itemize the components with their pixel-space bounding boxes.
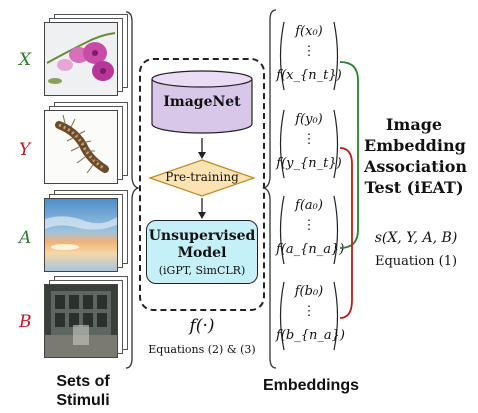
association-connectors — [339, 61, 359, 319]
embedding-a-ellipsis: ⋮ — [302, 218, 316, 233]
embedding-y-ellipsis: ⋮ — [302, 132, 316, 147]
embedding-vector-b: f(b₀) ⋮ f(b_{n_a}) — [276, 280, 345, 352]
stimuli-stack-y — [44, 102, 128, 184]
ieat-formula: s(X, Y, A, B) — [374, 230, 458, 246]
model-dashed-box — [139, 58, 265, 311]
embedding-y-last: f(y_{n_t}) — [276, 156, 342, 171]
embedding-vector-a: f(a₀) ⋮ f(a_{n_a}) — [276, 194, 345, 266]
embedding-a-last: f(a_{n_a}) — [276, 242, 345, 257]
unsupervised-model-subtitle: (iGPT, SimCLR) — [158, 264, 246, 277]
embedding-vector-y: f(y₀) ⋮ f(y_{n_t}) — [276, 108, 342, 180]
pretraining-label: Pre-training — [165, 170, 239, 184]
set-label-b: B — [19, 312, 32, 332]
embedding-b-first: f(b₀) — [294, 284, 324, 299]
arrow-imagenet-to-pretraining — [198, 138, 206, 159]
embedding-x-ellipsis: ⋮ — [302, 44, 316, 59]
stimuli-caption: Sets of Stimuli — [56, 373, 110, 409]
equations-label: Equations (2) & (3) — [148, 343, 256, 356]
ieat-title: Image Embedding Association Test (iEAT) — [364, 115, 468, 197]
imagenet-label: ImageNet — [163, 94, 241, 110]
stimuli-brace — [125, 11, 140, 369]
pretraining-diamond — [148, 159, 256, 197]
stimuli-stack-x — [44, 14, 128, 96]
stimuli-stack-a — [44, 190, 128, 272]
arrow-pretraining-to-model — [198, 198, 206, 219]
ieat-equation-ref: Equation (1) — [374, 254, 458, 269]
stimuli-stack-b — [44, 276, 128, 358]
embeddings-caption: Embeddings — [262, 377, 359, 394]
function-symbol: f(·) — [189, 316, 215, 336]
embedding-a-first: f(a₀) — [295, 198, 323, 213]
sunset-image — [44, 198, 118, 272]
prison-image — [44, 284, 118, 358]
set-label-a: A — [19, 228, 32, 248]
embedding-y-first: f(y₀) — [295, 112, 323, 127]
centipede-image — [44, 110, 118, 184]
orchid-image — [44, 22, 118, 96]
imagenet-database-icon — [151, 70, 253, 134]
unsupervised-model-title: Unsupervised Model — [148, 228, 256, 261]
embedding-x-last: f(x_{n_t}) — [276, 68, 342, 83]
set-label-x: X — [19, 50, 32, 70]
unsupervised-model-box — [146, 220, 258, 284]
embedding-b-last: f(b_{n_a}) — [276, 328, 345, 343]
embedding-vector-x: f(x₀) ⋮ f(x_{n_t}) — [276, 20, 342, 92]
embedding-b-ellipsis: ⋮ — [302, 304, 316, 319]
embeddings-brace — [262, 9, 277, 369]
set-label-y: Y — [19, 140, 31, 160]
embedding-x-first: f(x₀) — [295, 24, 323, 39]
